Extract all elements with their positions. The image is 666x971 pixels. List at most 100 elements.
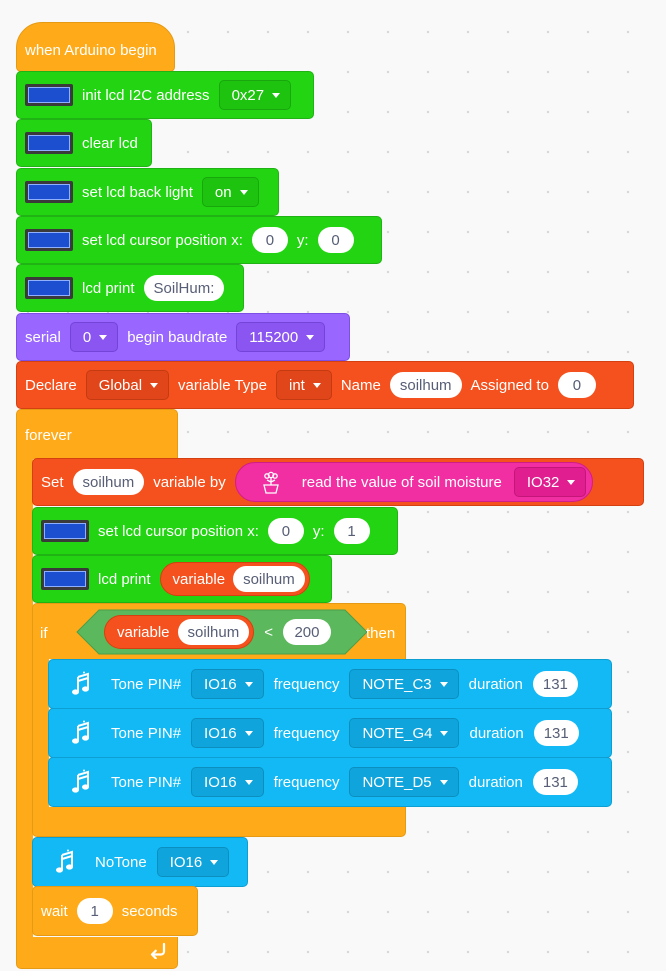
notone-pin-dropdown[interactable]: IO16 — [156, 847, 230, 877]
lcd-address-dropdown[interactable]: 0x27 — [218, 80, 292, 110]
declare-variable-block[interactable]: Declare Global variable Type int Name so… — [16, 361, 634, 409]
note-value: NOTE_D5 — [362, 773, 432, 791]
serial-label: serial — [25, 328, 61, 346]
note-dropdown[interactable]: NOTE_D5 — [349, 767, 459, 797]
less-than-condition[interactable]: variable soilhum < 200 — [104, 613, 331, 651]
caret-down-icon — [244, 730, 253, 736]
lcd-screen-icon — [25, 181, 73, 203]
backlight-value: on — [214, 183, 232, 201]
music-note-icon — [69, 769, 93, 795]
lcd-print-variable-block[interactable]: lcd print variable soilhum — [32, 555, 332, 603]
lcd-print-text-input[interactable]: SoilHum: — [143, 275, 225, 301]
variable-reporter[interactable]: variable soilhum — [104, 615, 255, 649]
tone-block[interactable]: Tone PIN# IO16 frequency NOTE_D5 duratio… — [48, 757, 612, 807]
cursor-y-label: y: — [296, 231, 309, 249]
soil-pin-value: IO32 — [526, 473, 560, 491]
caret-down-icon — [567, 479, 576, 485]
backlight-block[interactable]: set lcd back light on — [16, 168, 279, 216]
baudrate-value: 115200 — [249, 328, 299, 346]
assigned-value-input[interactable]: 0 — [557, 372, 596, 398]
variable-reporter[interactable]: variable soilhum — [159, 562, 310, 596]
notone-pin-value: IO16 — [169, 853, 203, 871]
serial-begin-block[interactable]: serial 0 begin baudrate 115200 — [16, 313, 350, 361]
cursor-x-input[interactable]: 0 — [267, 518, 304, 544]
forever-arm — [16, 457, 33, 937]
scope-dropdown[interactable]: Global — [85, 370, 170, 400]
set-variable-block[interactable]: Set soilhum variable by read the value o… — [32, 458, 644, 506]
init-lcd-block[interactable]: init lcd I2C address 0x27 — [16, 71, 314, 119]
serial-port-dropdown[interactable]: 0 — [69, 322, 119, 352]
music-note-icon — [69, 720, 93, 746]
caret-down-icon — [99, 334, 108, 340]
backlight-dropdown[interactable]: on — [201, 177, 259, 207]
lcd-screen-icon — [41, 568, 89, 590]
hat-label: when Arduino begin — [25, 41, 157, 59]
forever-block[interactable]: forever — [16, 409, 178, 969]
tone-pin-value: IO16 — [204, 724, 237, 742]
wait-seconds-input[interactable]: 1 — [76, 898, 113, 924]
baudrate-dropdown[interactable]: 115200 — [236, 322, 326, 352]
lcd-screen-icon — [41, 520, 89, 542]
lcd-screen-icon — [25, 229, 73, 251]
less-than-operator: < — [264, 623, 273, 641]
forever-label: forever — [25, 427, 72, 444]
variable-name-input[interactable]: soilhum — [177, 619, 250, 645]
duration-input[interactable]: 131 — [532, 671, 578, 697]
cursor-position-block[interactable]: set lcd cursor position x: 0 y: 0 — [16, 216, 382, 264]
tone-pin-dropdown[interactable]: IO16 — [191, 669, 264, 699]
lcd-print-label: lcd print — [82, 279, 135, 297]
forever-header[interactable]: forever — [16, 409, 178, 459]
notone-block[interactable]: NoTone IO16 — [32, 837, 248, 887]
cursor-label: set lcd cursor position x: — [82, 231, 243, 249]
type-value: int — [289, 376, 305, 394]
serial-port-value: 0 — [82, 328, 92, 346]
duration-input[interactable]: 131 — [533, 720, 579, 746]
note-dropdown[interactable]: NOTE_G4 — [349, 718, 460, 748]
tone-pin-label: Tone PIN# — [111, 675, 182, 693]
loop-arrow-icon — [150, 942, 166, 959]
tone-pin-label: Tone PIN# — [111, 724, 182, 742]
if-footer — [32, 807, 406, 837]
lcd-print-label: lcd print — [98, 570, 151, 588]
type-dropdown[interactable]: int — [276, 370, 332, 400]
tone-pin-dropdown[interactable]: IO16 — [191, 767, 264, 797]
variable-name-input[interactable]: soilhum — [233, 566, 305, 592]
lcd-print-block[interactable]: lcd print SoilHum: — [16, 264, 244, 312]
cursor-label: set lcd cursor position x: — [98, 522, 259, 540]
tone-pin-label: Tone PIN# — [111, 773, 182, 791]
soil-pin-dropdown[interactable]: IO32 — [513, 467, 587, 497]
caret-down-icon — [244, 681, 253, 687]
cursor-y-input[interactable]: 0 — [317, 227, 354, 253]
duration-input[interactable]: 131 — [532, 769, 578, 795]
tone-block[interactable]: Tone PIN# IO16 frequency NOTE_C3 duratio… — [48, 659, 612, 709]
cursor-y-label: y: — [312, 522, 325, 540]
hat-block-when-arduino-begin[interactable]: when Arduino begin — [16, 22, 175, 72]
wait-label: wait — [41, 902, 68, 920]
variable-name-input[interactable]: soilhum — [389, 372, 462, 398]
tone-block[interactable]: Tone PIN# IO16 frequency NOTE_G4 duratio… — [48, 708, 612, 758]
cursor-x-input[interactable]: 0 — [251, 227, 288, 253]
lcd-screen-icon — [25, 132, 73, 154]
set-variable-name-input[interactable]: soilhum — [72, 469, 145, 495]
caret-down-icon — [210, 859, 219, 865]
plant-pot-icon — [262, 471, 279, 494]
cursor-y-input[interactable]: 1 — [333, 518, 370, 544]
frequency-label: frequency — [273, 724, 340, 742]
baudrate-label: begin baudrate — [127, 328, 228, 346]
caret-down-icon — [306, 334, 315, 340]
wait-block[interactable]: wait 1 seconds — [32, 886, 198, 936]
tone-pin-value: IO16 — [204, 773, 237, 791]
clear-lcd-block[interactable]: clear lcd — [16, 119, 152, 167]
note-dropdown[interactable]: NOTE_C3 — [349, 669, 459, 699]
type-label: variable Type — [178, 376, 267, 394]
read-soil-moisture-reporter[interactable]: read the value of soil moisture IO32 — [234, 462, 594, 502]
cursor-position-block-2[interactable]: set lcd cursor position x: 0 y: 1 — [32, 507, 398, 555]
caret-down-icon — [272, 92, 281, 98]
caret-down-icon — [439, 681, 448, 687]
caret-down-icon — [312, 382, 321, 388]
compare-value-input[interactable]: 200 — [282, 619, 331, 645]
tone-pin-value: IO16 — [204, 675, 237, 693]
tone-pin-dropdown[interactable]: IO16 — [191, 718, 264, 748]
note-value: NOTE_C3 — [362, 675, 432, 693]
read-soil-label: read the value of soil moisture — [301, 473, 502, 491]
